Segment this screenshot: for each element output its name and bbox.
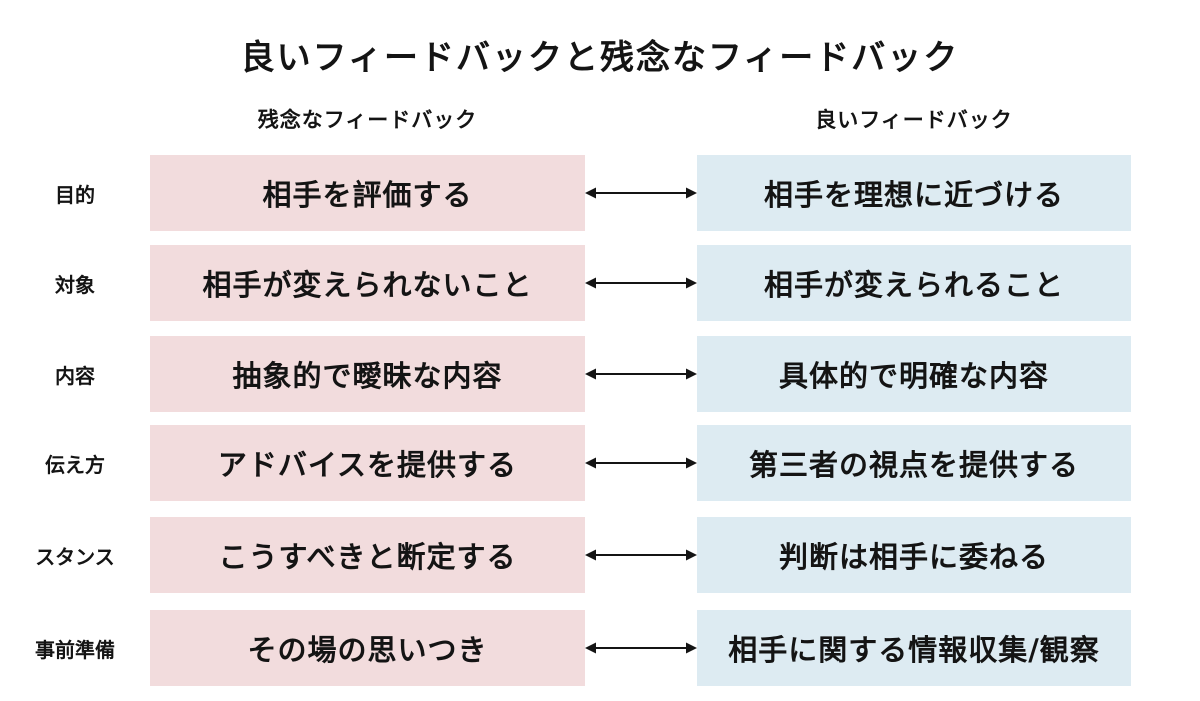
column-header-good: 良いフィードバック [815,108,1013,132]
bad-feedback-box: 相手を評価する [150,155,585,231]
double-arrow-icon [585,457,697,469]
bad-feedback-box: アドバイスを提供する [150,425,585,501]
bad-feedback-box: 相手が変えられないこと [150,245,585,321]
column-header-bad: 残念なフィードバック [257,108,478,132]
good-feedback-box: 相手に関する情報収集/観察 [697,610,1131,686]
double-arrow-icon [585,549,697,561]
double-arrow-icon [585,368,697,380]
double-arrow-icon [585,277,697,289]
row-label: 目的 [55,182,95,207]
bad-feedback-box: こうすべきと断定する [150,517,585,593]
comparison-row-content: 内容 抽象的で曖昧な内容 具体的で明確な内容 [0,336,1200,412]
row-label: 伝え方 [45,452,105,477]
good-feedback-box: 相手が変えられること [697,245,1131,321]
comparison-row-delivery: 伝え方 アドバイスを提供する 第三者の視点を提供する [0,425,1200,501]
good-feedback-box: 具体的で明確な内容 [697,336,1131,412]
good-feedback-box: 相手を理想に近づける [697,155,1131,231]
row-label: 事前準備 [35,637,115,662]
row-label: 内容 [55,363,95,388]
double-arrow-icon [585,187,697,199]
bad-feedback-box: その場の思いつき [150,610,585,686]
diagram-title: 良いフィードバックと残念なフィードバック [240,38,960,78]
row-label: 対象 [55,272,95,297]
comparison-row-stance: スタンス こうすべきと断定する 判断は相手に委ねる [0,517,1200,593]
comparison-row-preparation: 事前準備 その場の思いつき 相手に関する情報収集/観察 [0,610,1200,686]
double-arrow-icon [585,642,697,654]
row-label: スタンス [35,544,115,569]
bad-feedback-box: 抽象的で曖昧な内容 [150,336,585,412]
comparison-row-purpose: 目的 相手を評価する 相手を理想に近づける [0,155,1200,231]
good-feedback-box: 判断は相手に委ねる [697,517,1131,593]
comparison-row-target: 対象 相手が変えられないこと 相手が変えられること [0,245,1200,321]
good-feedback-box: 第三者の視点を提供する [697,425,1131,501]
